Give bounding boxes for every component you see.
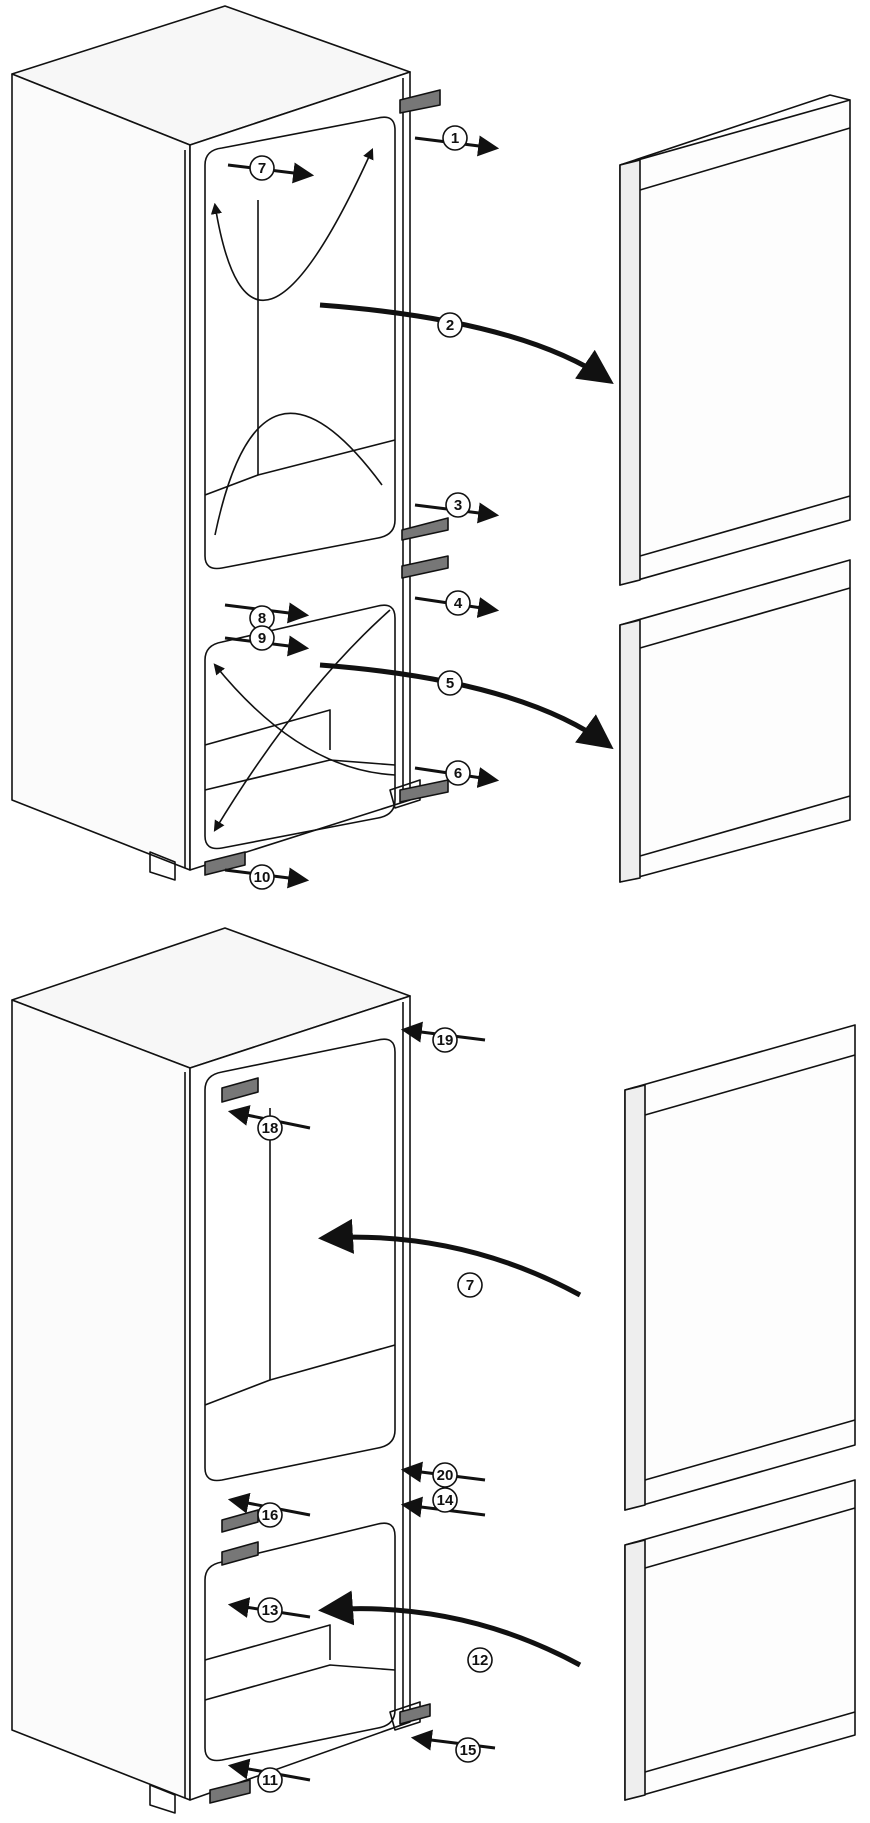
callout-number: 8 [258,610,266,627]
callout-number: 11 [262,1772,278,1789]
callout-top-3: 3 [445,492,471,518]
bottom-upper-compartment [204,1038,396,1482]
callout-number: 2 [446,317,454,334]
door-panel-upper [619,94,851,586]
door-panel-lower [619,559,851,883]
hinge-bracket [209,1077,431,1804]
callout-bottom-13: 13 [257,1597,283,1623]
callout-number: 1 [451,130,459,147]
door-swing-arrow [210,147,374,302]
callout-bottom-15: 15 [455,1737,481,1763]
callout-number: 7 [258,160,266,177]
callout-top-2: 2 [437,312,463,338]
callout-bottom-18: 18 [257,1115,283,1141]
callout-bottom-16: 16 [257,1502,283,1528]
callout-number: 12 [472,1652,489,1669]
callout-top-6: 6 [445,760,471,786]
callout-number: 20 [437,1467,454,1484]
callout-number: 5 [446,675,454,692]
callout-top-7: 7 [249,155,275,181]
callout-bottom-11: 11 [257,1767,283,1793]
bottom-cabinet [11,927,411,1801]
callout-number: 4 [454,595,463,612]
callout-top-4: 4 [445,590,471,616]
fitting-arrow [318,1218,582,1298]
callout-top-5: 5 [437,670,463,696]
top-cabinet [11,5,411,871]
door-panel-lower [624,1479,856,1801]
top-assembly [11,5,851,889]
callout-bottom-19: 19 [432,1027,458,1053]
callout-top-1: 1 [442,125,468,151]
callout-number: 7 [466,1277,474,1294]
door-swing-arrow [214,412,383,536]
callout-top-9: 9 [249,625,275,651]
callout-bottom-12: 12 [467,1647,493,1673]
callout-number: 15 [460,1742,477,1759]
door-swing-arrow [213,609,391,832]
callout-bottom-20: 20 [432,1462,458,1488]
callout-number: 3 [454,497,462,514]
callout-number: 16 [262,1507,279,1524]
fitting-arrow [318,1590,582,1668]
callout-number: 19 [437,1032,454,1049]
removal-arrow [319,302,614,384]
removal-arrow [319,662,614,750]
hinge-bracket [204,89,449,876]
bottom-assembly [11,927,856,1814]
callout-number: 6 [454,765,462,782]
callout-number: 14 [437,1492,454,1509]
callout-top-10: 10 [249,864,275,890]
door-panel-upper [624,1024,856,1511]
callout-number: 10 [254,869,271,886]
door-swing-arrow [213,663,396,776]
callout-bottom-7: 7 [457,1272,483,1298]
callout-bottom-14: 14 [432,1487,458,1513]
callout-number: 9 [258,630,266,647]
callout-number: 18 [262,1120,279,1137]
callout-number: 13 [262,1602,279,1619]
